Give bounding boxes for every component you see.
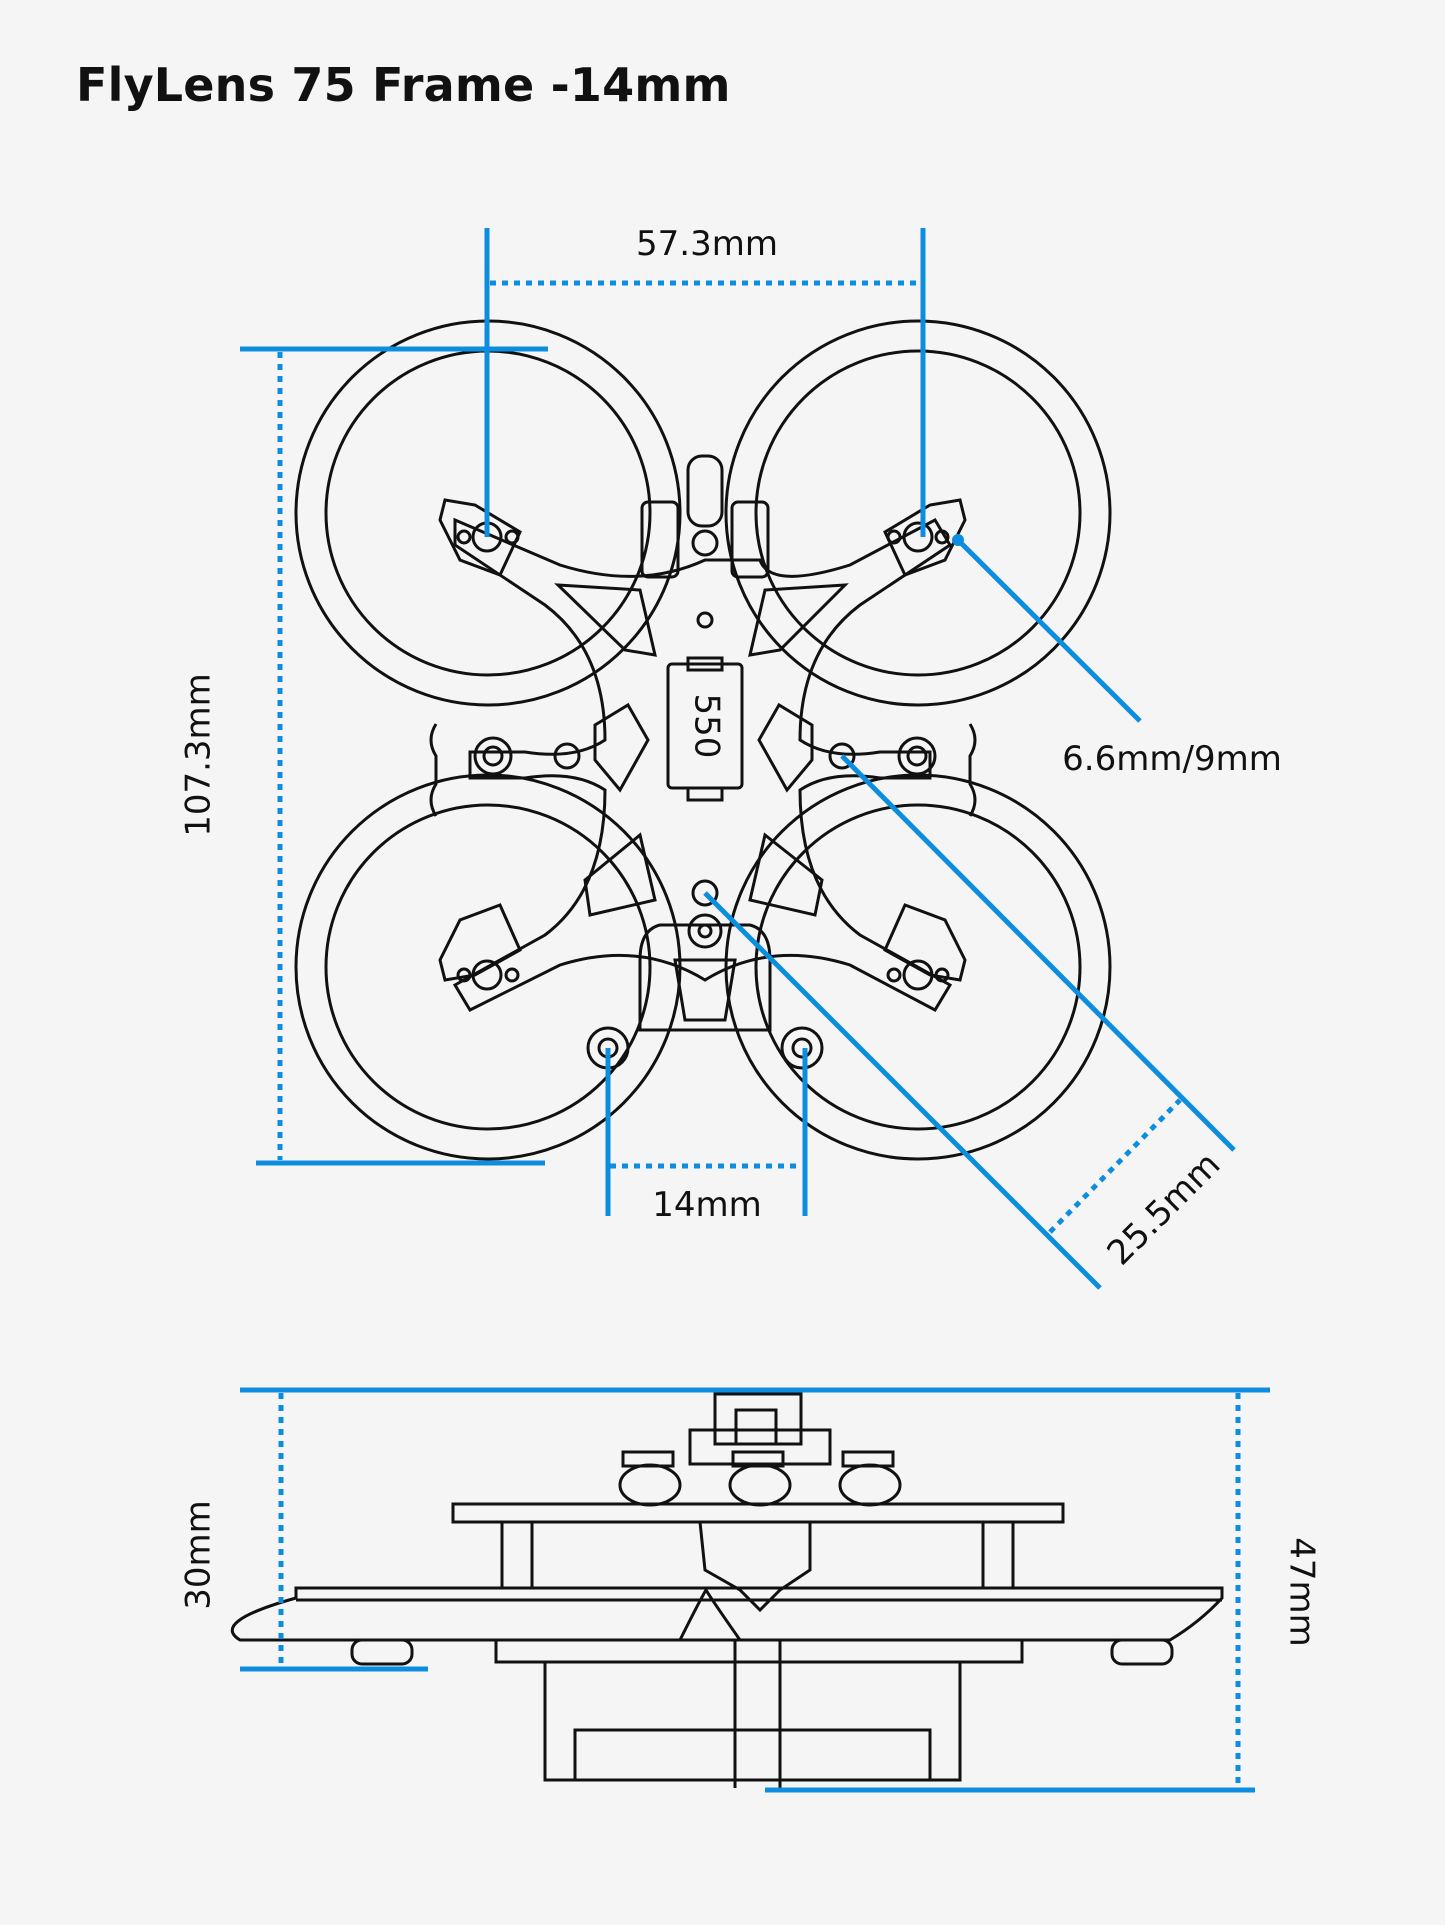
motor-mark-label: 550	[687, 694, 727, 759]
bumper-right	[968, 723, 977, 817]
motor-mount-bottom-left	[438, 903, 522, 991]
motor-mount-top-left	[438, 498, 522, 577]
motor-mount-bottom-right	[883, 903, 967, 991]
motor-mount-top-right	[883, 498, 967, 577]
stack-mount-ext-b	[703, 891, 1102, 1290]
side-battery-cage	[494, 1638, 1024, 1664]
camera-mount-top	[640, 454, 770, 629]
side-upper-plate	[451, 1502, 1065, 1524]
top-dimensions	[240, 228, 1236, 1290]
cutout-mid-right	[757, 702, 814, 793]
cutout-upper-right	[748, 583, 849, 657]
cutout-upper-left	[554, 583, 657, 657]
side-motor-right	[838, 1450, 902, 1507]
cutout-lower-left	[583, 832, 657, 917]
length-label: 107.3mm	[179, 673, 219, 837]
stack-mount-ext-a	[840, 754, 1236, 1152]
duct-top-right	[724, 319, 1112, 707]
side-motor-center	[728, 1450, 792, 1507]
total-height-label: 47mm	[1282, 1537, 1322, 1647]
center-motor-block	[666, 656, 744, 802]
mount-holes-label: 6.6mm/9mm	[1062, 739, 1282, 779]
side-center-body	[698, 1520, 812, 1613]
side-dimensions	[240, 1387, 1270, 1793]
mount-hole-marker	[952, 534, 964, 546]
cutout-mid-left	[593, 702, 650, 793]
bumper-left	[429, 723, 438, 817]
stack-spacing-label: 14mm	[652, 1185, 762, 1225]
mount-holes-leader	[956, 538, 1142, 723]
page-title: FlyLens 75 Frame -14mm	[76, 58, 731, 112]
side-mount-left	[473, 736, 581, 776]
side-mount-right	[828, 736, 937, 776]
cutout-lower-right	[748, 832, 824, 917]
side-camera-block	[713, 1392, 803, 1446]
motor-spacing-label: 57.3mm	[636, 224, 778, 264]
prop-height-label: 30mm	[179, 1500, 219, 1610]
side-view	[230, 1392, 1224, 1788]
side-motor-left	[618, 1450, 682, 1507]
side-duct-base	[230, 1586, 1224, 1642]
